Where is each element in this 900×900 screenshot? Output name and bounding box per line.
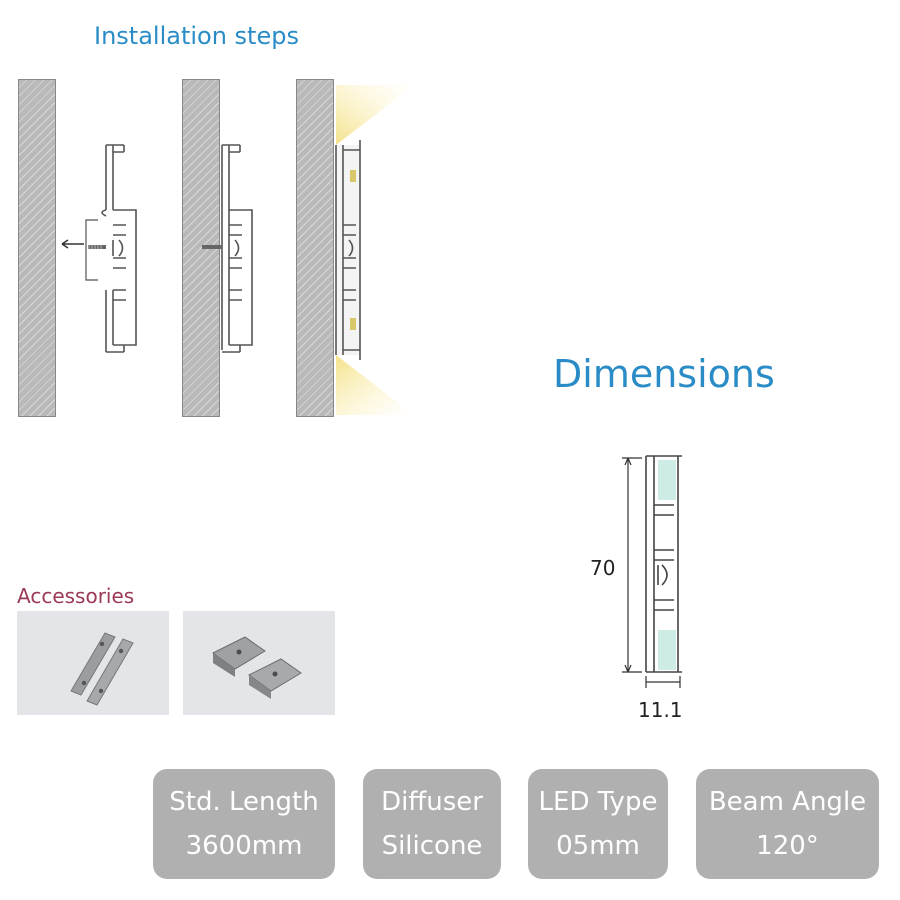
flat-clip-left (70, 632, 116, 696)
installation-steps-title: Installation steps (94, 22, 299, 50)
dimension-height-label: 70 (590, 556, 616, 580)
spec-badge-diffuser: Diffuser Silicone (363, 769, 501, 879)
aluminium-profile-step-2 (202, 144, 253, 353)
spec-badge-length: Std. Length 3600mm (153, 769, 335, 879)
spec-label: LED Type (538, 787, 658, 817)
screw-icon (88, 245, 106, 249)
spec-value: 05mm (556, 831, 640, 861)
spec-value: Silicone (381, 831, 483, 861)
wall-section-step-3 (296, 79, 334, 417)
dimensions-title: Dimensions (553, 352, 775, 396)
spec-label: Beam Angle (708, 787, 867, 817)
wall-section-step-1 (18, 79, 56, 417)
profile-dimension-drawing (622, 455, 682, 688)
aluminium-profile-step-1 (61, 144, 137, 353)
accessory-photo-flat-clips (17, 611, 169, 715)
spec-badge-led-type: LED Type 05mm (528, 769, 668, 879)
light-beam-top (336, 85, 414, 145)
spec-label: Std. Length (169, 787, 319, 817)
mounting-clip-outline (85, 219, 98, 281)
u-clip-right (248, 658, 302, 699)
screw-icon (202, 245, 222, 249)
height-dimension-line (622, 457, 642, 673)
flat-clip-right (86, 638, 134, 706)
u-clip-left (212, 636, 266, 677)
accessory-photo-u-clips (183, 611, 335, 715)
spec-badge-beam-angle: Beam Angle 120° (696, 769, 879, 879)
width-dimension-line (645, 676, 681, 688)
spec-value: 3600mm (185, 831, 303, 861)
dimension-width-label: 11.1 (638, 698, 683, 722)
spec-label: Diffuser (381, 787, 483, 817)
accessories-title: Accessories (17, 584, 135, 608)
light-beam-bottom (336, 355, 414, 415)
aluminium-profile-step-3 (335, 85, 414, 415)
arrow-left-icon (61, 239, 84, 249)
spec-value: 120° (756, 831, 819, 861)
